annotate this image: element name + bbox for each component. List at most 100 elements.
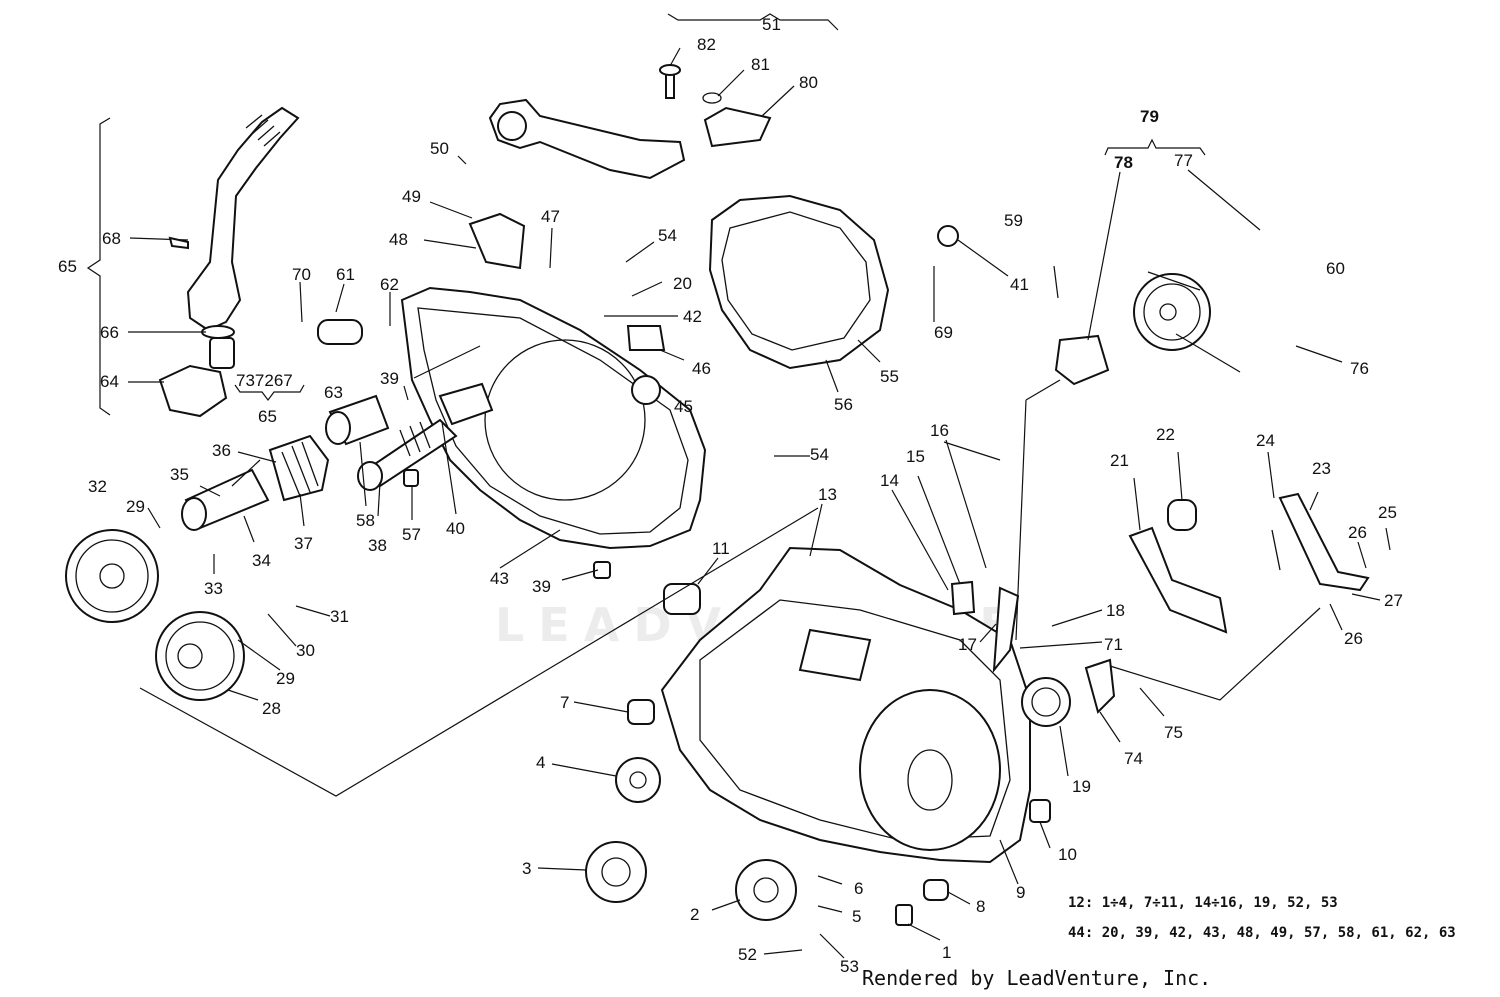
callout-76: 76 xyxy=(1350,359,1369,378)
callout-55: 55 xyxy=(880,367,899,386)
callout-53: 53 xyxy=(840,957,859,976)
seal-19 xyxy=(1021,677,1071,727)
callout-18: 18 xyxy=(1106,601,1125,620)
callout-71: 71 xyxy=(1104,635,1123,654)
callout-23: 23 xyxy=(1312,459,1331,478)
rendered-by-footer: Rendered by LeadVenture, Inc. xyxy=(862,966,1212,990)
callout-25: 25 xyxy=(1378,503,1397,522)
callout-2: 2 xyxy=(690,905,700,924)
callout-42: 42 xyxy=(683,307,702,326)
callout-68: 68 xyxy=(102,229,121,248)
callout-33: 33 xyxy=(204,579,223,598)
callout-34: 34 xyxy=(252,551,271,570)
callout-13: 13 xyxy=(818,485,837,504)
callout-17: 17 xyxy=(958,635,977,654)
callout-47: 47 xyxy=(541,207,560,226)
callout-7: 7 xyxy=(560,693,570,712)
callout-29-upper: 29 xyxy=(126,497,145,516)
callout-52: 52 xyxy=(738,945,757,964)
callout-43: 43 xyxy=(490,569,509,588)
clutch-cover-43 xyxy=(400,286,707,550)
callout-78: 78 xyxy=(1114,153,1133,172)
callout-6: 6 xyxy=(854,879,864,898)
callout-58: 58 xyxy=(356,511,375,530)
callout-70: 70 xyxy=(292,265,311,284)
bracket-51 xyxy=(667,13,839,31)
callout-62: 62 xyxy=(380,275,399,294)
callout-50: 50 xyxy=(430,139,449,158)
callout-11: 11 xyxy=(712,539,730,558)
callout-26-lower: 26 xyxy=(1344,629,1363,648)
callout-26-upper: 26 xyxy=(1348,523,1367,542)
callout-37: 37 xyxy=(294,534,313,553)
callout-65-bracket: 65 xyxy=(58,257,77,276)
callout-8: 8 xyxy=(976,897,986,916)
callout-39-upper: 39 xyxy=(380,369,399,388)
callout-80: 80 xyxy=(799,73,818,92)
callout-36: 36 xyxy=(212,441,231,460)
callout-24: 24 xyxy=(1256,431,1275,450)
callout-31: 31 xyxy=(330,607,349,626)
gear-60 xyxy=(1133,273,1211,351)
callout-65-sub: 65 xyxy=(258,407,277,426)
callout-21: 21 xyxy=(1110,451,1129,470)
callout-27: 27 xyxy=(1384,591,1403,610)
shift-lever xyxy=(488,98,686,180)
callout-61: 61 xyxy=(336,265,355,284)
bearing-2 xyxy=(735,859,797,921)
callout-46: 46 xyxy=(692,359,711,378)
callout-35: 35 xyxy=(170,465,189,484)
callout-9: 9 xyxy=(1016,883,1026,902)
callout-54-upper: 54 xyxy=(658,226,677,245)
callout-82: 82 xyxy=(697,35,716,54)
gear-28 xyxy=(155,611,245,701)
callout-29-lower: 29 xyxy=(276,669,295,688)
callout-66: 66 xyxy=(100,323,119,342)
callout-57: 57 xyxy=(402,525,421,544)
callout-1: 1 xyxy=(942,943,952,962)
bracket-65b xyxy=(234,384,305,401)
callout-4: 4 xyxy=(536,753,546,772)
callout-54-lower: 54 xyxy=(810,445,829,464)
callout-74: 74 xyxy=(1124,749,1143,768)
callout-32: 32 xyxy=(88,477,107,496)
callout-45: 45 xyxy=(674,397,693,416)
kick-spring-37 xyxy=(268,434,330,502)
callout-64: 64 xyxy=(100,372,119,391)
callout-59: 59 xyxy=(1004,211,1023,230)
callout-14: 14 xyxy=(880,471,899,490)
callout-3: 3 xyxy=(522,859,532,878)
callout-51: 51 xyxy=(762,15,781,34)
clutch-cover-55 xyxy=(708,194,890,370)
callout-73-72-67: 737267 xyxy=(236,371,293,390)
seal-45 xyxy=(631,375,661,405)
bracket-79 xyxy=(1104,138,1206,156)
bearing-4 xyxy=(615,757,661,803)
callout-39-lower: 39 xyxy=(532,577,551,596)
callout-38: 38 xyxy=(368,536,387,555)
bracket-65 xyxy=(86,117,111,416)
callout-81: 81 xyxy=(751,55,770,74)
callout-63: 63 xyxy=(324,383,343,402)
callout-19: 19 xyxy=(1072,777,1091,796)
kick-boss xyxy=(158,364,228,418)
leader-lines xyxy=(128,47,1391,959)
callout-10: 10 xyxy=(1058,845,1077,864)
callout-15: 15 xyxy=(906,447,925,466)
callout-30: 30 xyxy=(296,641,315,660)
kit-note-44: 44: 20, 39, 42, 43, 48, 49, 57, 58, 61, … xyxy=(1068,925,1456,941)
callout-60: 60 xyxy=(1326,259,1345,278)
callout-28: 28 xyxy=(262,699,281,718)
callout-41: 41 xyxy=(1010,275,1029,294)
callout-20: 20 xyxy=(673,274,692,293)
callout-79: 79 xyxy=(1140,107,1159,126)
kit-note-12: 12: 1÷4, 7÷11, 14÷16, 19, 52, 53 xyxy=(1068,895,1338,911)
callout-56: 56 xyxy=(834,395,853,414)
callout-49: 49 xyxy=(402,187,421,206)
gear-32 xyxy=(65,529,159,623)
callout-48: 48 xyxy=(389,230,408,249)
callout-40: 40 xyxy=(446,519,465,538)
callout-75: 75 xyxy=(1164,723,1183,742)
bearing-3 xyxy=(585,841,647,903)
